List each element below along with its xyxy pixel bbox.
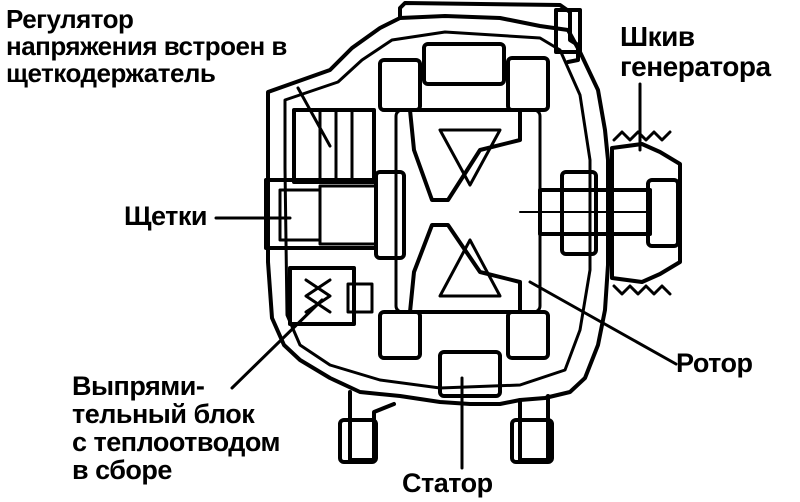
- label-line: Выпрями-: [72, 371, 205, 401]
- rotor-claw-upper: [408, 108, 522, 202]
- label-voltage-regulator: Регулятор напряжения встроен в щеткодерж…: [6, 6, 287, 87]
- bottom-mount-left-boss: [338, 418, 378, 464]
- stator-bottom-left: [378, 310, 422, 360]
- pulley-body: [610, 142, 682, 284]
- top-mount-boss: [554, 8, 582, 54]
- housing-inner-outline: [283, 30, 592, 390]
- label-rectifier-assembly: Выпрями- тельный блок с теплоотводом в с…: [72, 371, 281, 485]
- label-rotor: Ротор: [676, 348, 753, 378]
- pulley-grooves-top: [612, 130, 672, 142]
- rear-bearing: [374, 170, 406, 260]
- leader-rectifier: [230, 298, 324, 390]
- regulator-housing: [292, 108, 376, 184]
- rotor-claw-upper-inner: [438, 128, 502, 187]
- stator-bottom-core: [438, 350, 502, 398]
- label-line: с теплоотводом: [72, 427, 281, 457]
- rotor-claw-lower: [408, 223, 522, 314]
- top-mount-lug: [398, 1, 580, 64]
- shaft-bearing-front: [560, 170, 598, 256]
- rotor-claw-lower-inner: [438, 238, 502, 298]
- stator-top-right: [506, 56, 550, 112]
- bottom-mount-right-boss: [510, 418, 554, 464]
- housing-outline: [266, 14, 610, 406]
- bottom-mount-right: [518, 394, 550, 462]
- pulley-nut: [646, 178, 680, 248]
- leader-regulator: [296, 86, 332, 148]
- label-stator: Статор: [402, 468, 493, 498]
- label-brushes: Щетки: [124, 201, 208, 231]
- rectifier-block: [288, 266, 356, 326]
- stator-top-left: [378, 58, 422, 112]
- label-line: Шкив: [620, 21, 695, 52]
- leader-rotor: [528, 280, 678, 366]
- stator-bottom-right: [506, 310, 550, 360]
- label-line: щеткодержатель: [6, 58, 216, 88]
- label-line: напряжения встроен в: [6, 31, 287, 61]
- label-line: тельный блок: [72, 399, 255, 429]
- rectifier-diode-symbol: [304, 278, 332, 314]
- label-line: Регулятор: [6, 4, 134, 34]
- label-alternator-pulley: Шкив генератора: [620, 22, 771, 82]
- slip-ring: [318, 184, 378, 246]
- bottom-mount-left: [348, 390, 396, 462]
- label-line: в сборе: [72, 455, 172, 485]
- stator-top-core: [422, 42, 506, 86]
- rectifier-terminal: [346, 282, 374, 314]
- pulley-grooves-bottom: [612, 284, 672, 296]
- label-line: генератора: [620, 51, 771, 82]
